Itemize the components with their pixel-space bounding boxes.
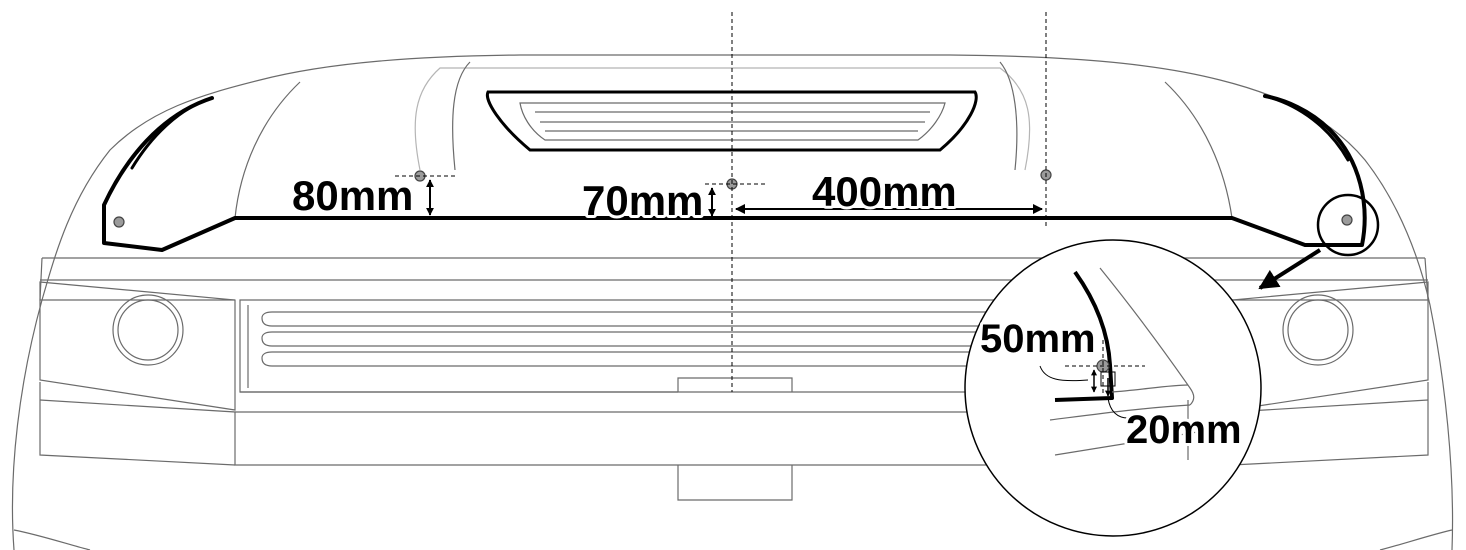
- right-headlamp: [1282, 294, 1354, 366]
- dimension-guides: [395, 12, 1047, 392]
- left-height-label: 80mm: [292, 172, 413, 219]
- detail-callout: [964, 193, 1380, 537]
- mount-point-left-corner: [113, 216, 125, 228]
- left-headlamp: [112, 294, 184, 366]
- center-width-label: 400mm: [812, 168, 957, 215]
- center-height-label: 70mm: [582, 177, 703, 224]
- detail-source-circle: [1316, 193, 1380, 257]
- detail-pointer-arrow: [1258, 248, 1322, 290]
- detail-height-label: 50mm: [980, 317, 1096, 361]
- bonnet-guard: [102, 94, 1367, 252]
- detail-offset-label: 20mm: [1126, 408, 1242, 452]
- mount-point-right-corner: [1341, 214, 1353, 226]
